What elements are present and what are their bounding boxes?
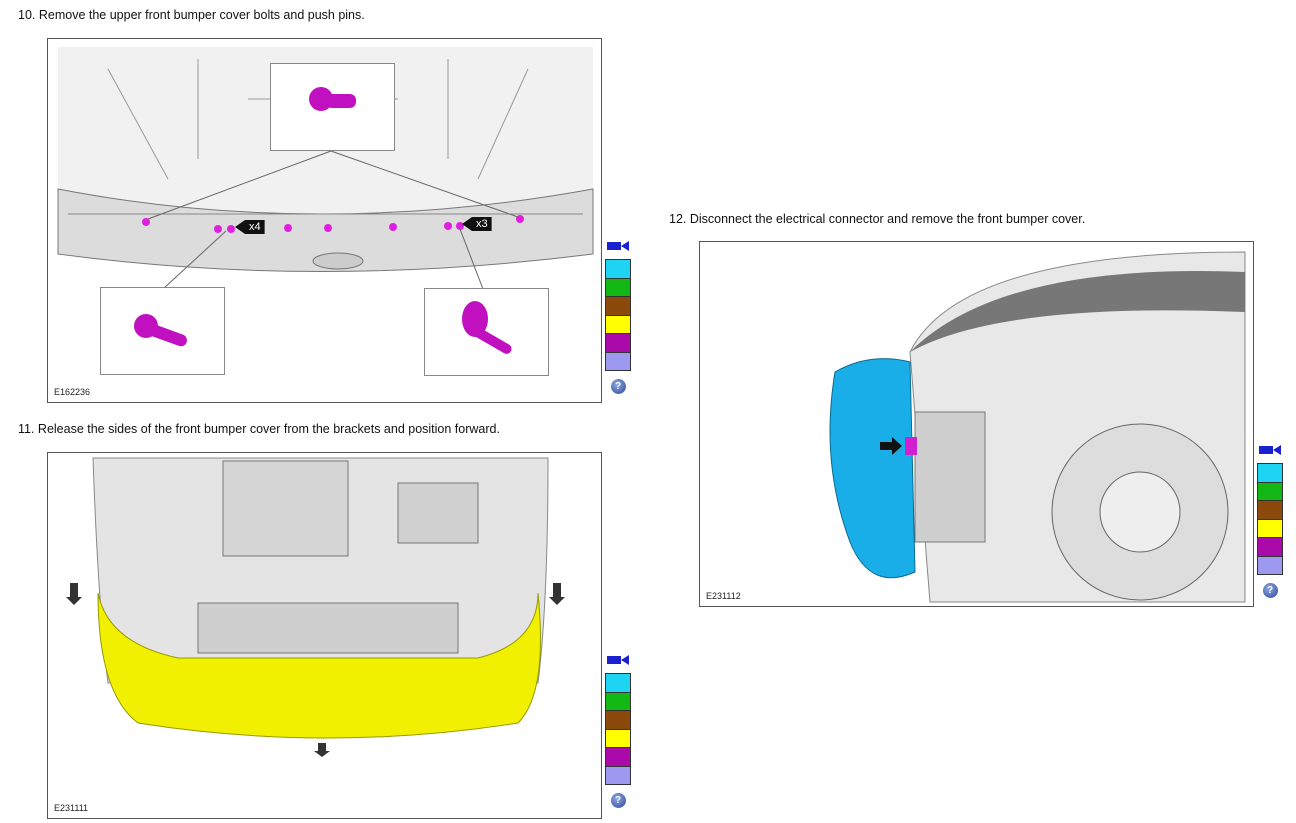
swatch-green[interactable] (605, 691, 631, 711)
swatch-lavender[interactable] (605, 765, 631, 785)
help-icon[interactable]: ? (610, 793, 626, 808)
swatch-brown[interactable] (605, 296, 631, 316)
swatch-brown[interactable] (605, 710, 631, 730)
help-icon[interactable]: ? (1262, 583, 1278, 598)
color-legend-1: ? (605, 238, 631, 394)
bolt-inset-right (424, 288, 549, 376)
color-legend-2: ? (605, 652, 631, 808)
push-pin-inset-left (100, 287, 225, 375)
swatch-cyan[interactable] (605, 259, 631, 279)
swatch-yellow[interactable] (1257, 518, 1283, 538)
swatch-magenta[interactable] (605, 333, 631, 353)
step-10-figure: x4 x3 E162236 (47, 38, 602, 403)
bumper-side-illustration (829, 251, 1246, 603)
video-camera-icon[interactable] (605, 238, 631, 254)
push-pin-inset-top (270, 63, 395, 151)
swatch-magenta[interactable] (605, 747, 631, 767)
step-11-figure: E231111 (47, 452, 602, 819)
figure-id: E162236 (54, 387, 91, 397)
color-legend-3: ? (1257, 442, 1283, 598)
figure-id: E231111 (54, 803, 89, 813)
swatch-cyan[interactable] (1257, 463, 1283, 483)
help-icon[interactable]: ? (610, 379, 626, 394)
callout-x3: x3 (462, 217, 492, 231)
swatch-magenta[interactable] (1257, 537, 1283, 557)
swatch-cyan[interactable] (605, 673, 631, 693)
swatch-lavender[interactable] (605, 351, 631, 371)
bumper-front-illustration (66, 457, 565, 757)
video-camera-icon[interactable] (605, 652, 631, 668)
figure-id: E231112 (706, 591, 741, 601)
step-12-figure: E231112 (699, 241, 1254, 607)
swatch-brown[interactable] (1257, 500, 1283, 520)
step-11-text: 11. Release the sides of the front bumpe… (18, 422, 500, 436)
step-10-text: 10. Remove the upper front bumper cover … (18, 8, 365, 22)
swatch-green[interactable] (605, 277, 631, 297)
swatch-yellow[interactable] (605, 314, 631, 334)
swatch-yellow[interactable] (605, 728, 631, 748)
swatch-green[interactable] (1257, 481, 1283, 501)
callout-x4: x4 (235, 220, 265, 234)
step-12-text: 12. Disconnect the electrical connector … (669, 212, 1086, 226)
video-camera-icon[interactable] (1257, 442, 1283, 458)
swatch-lavender[interactable] (1257, 555, 1283, 575)
